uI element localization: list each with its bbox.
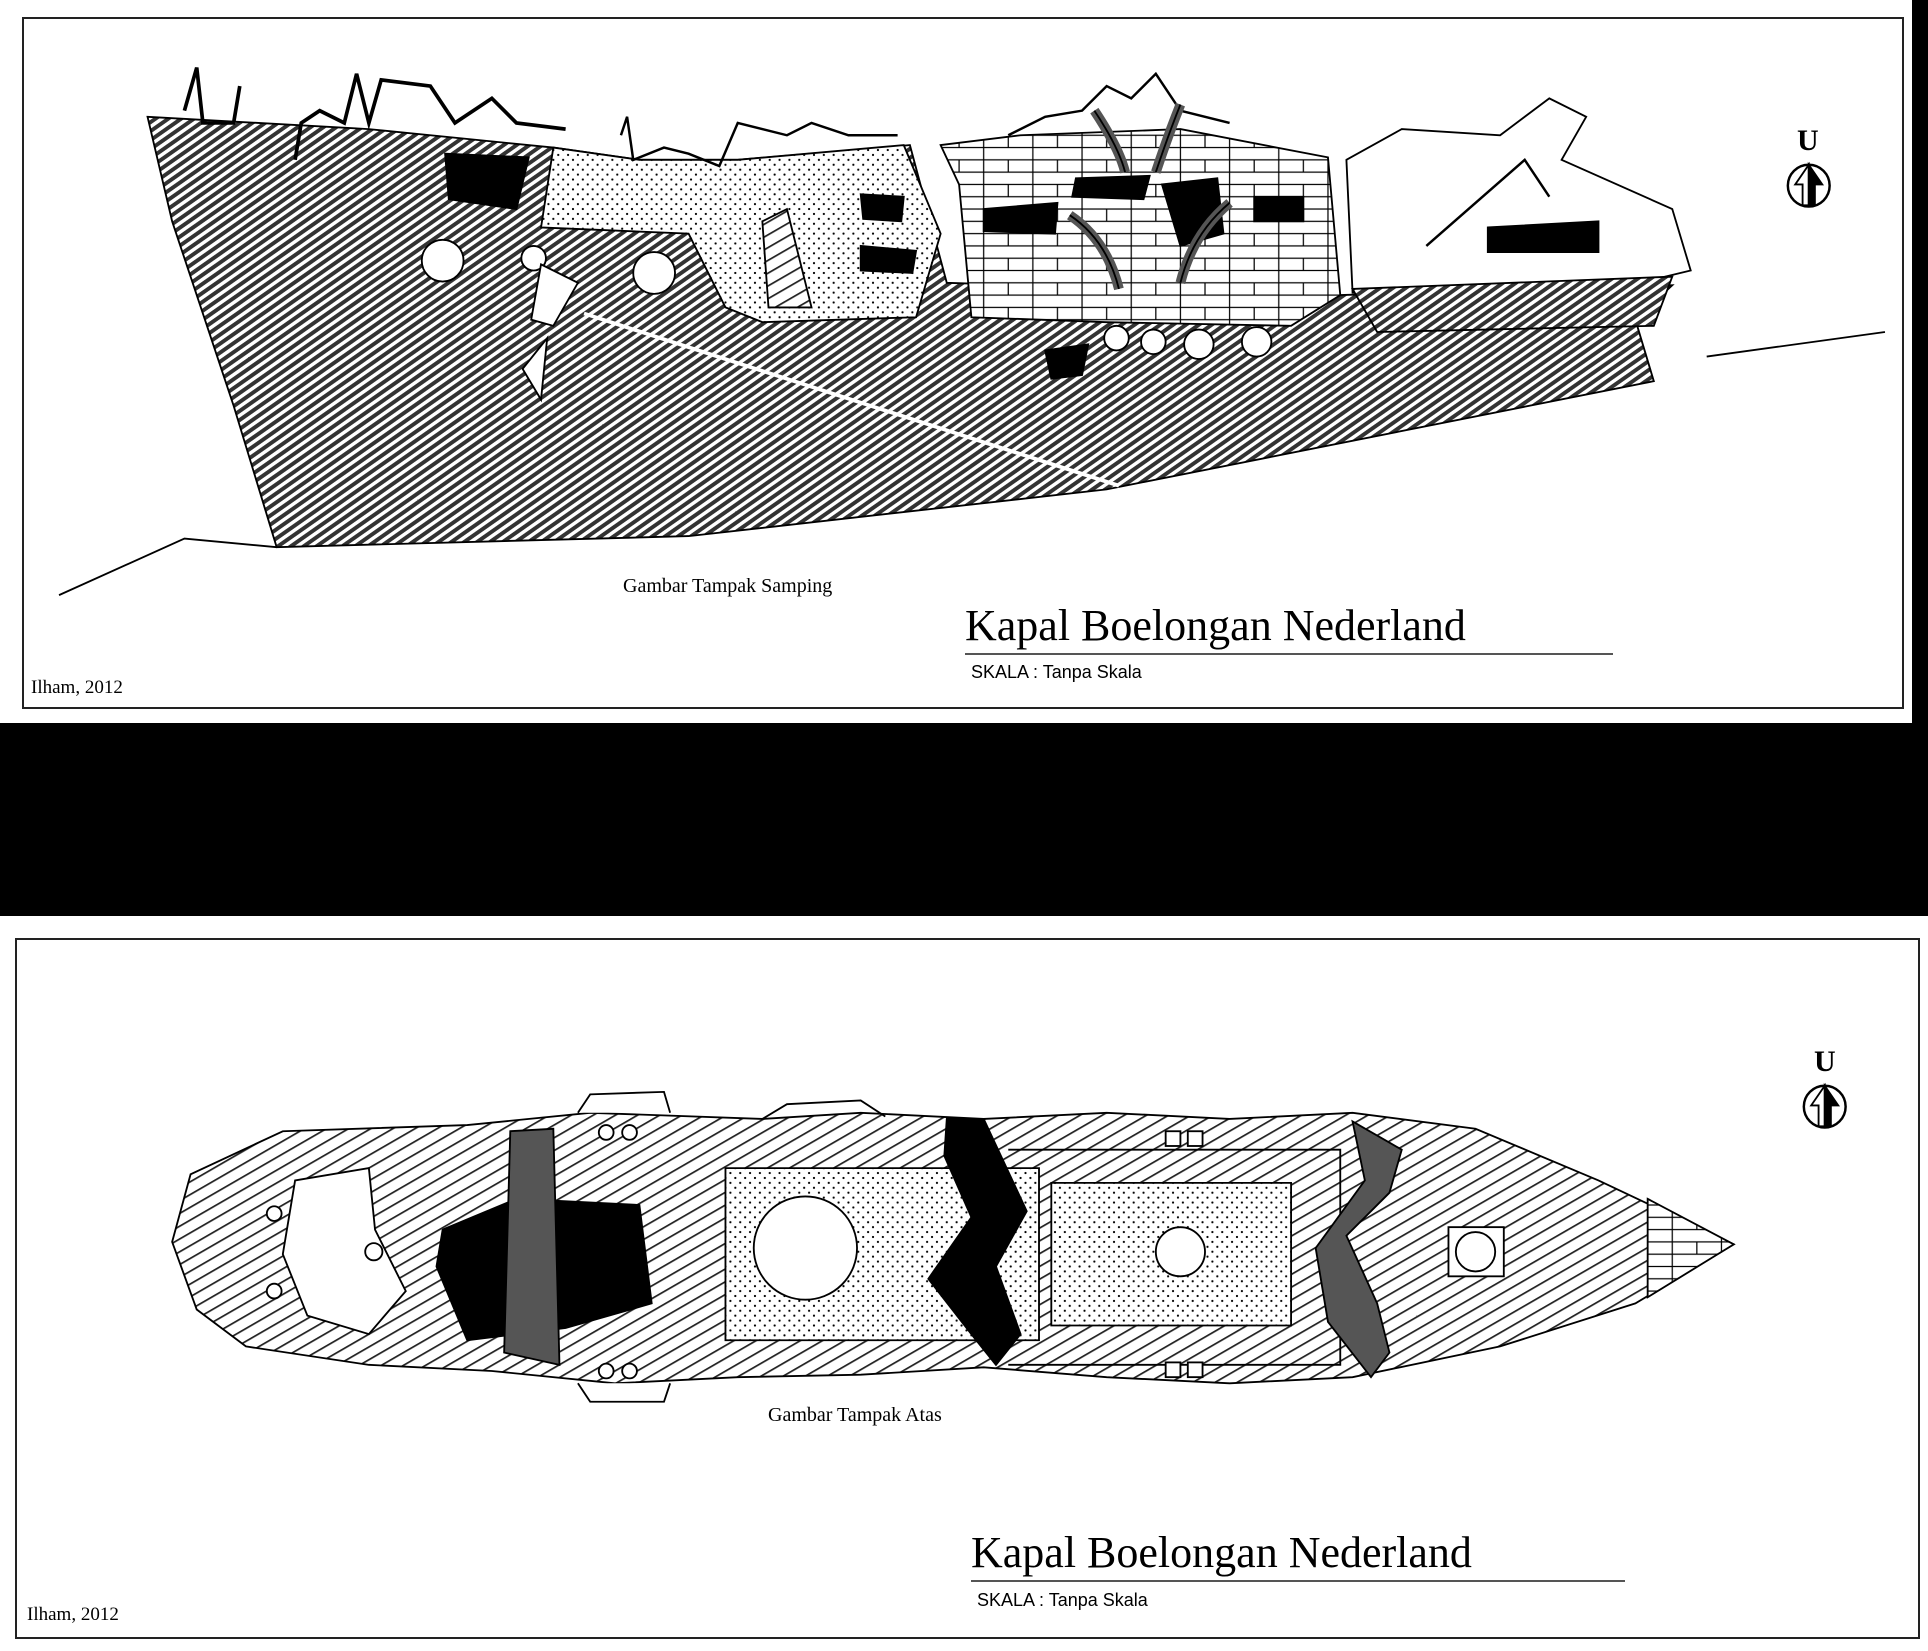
side-view-author: Ilham, 2012: [31, 677, 123, 698]
north-label-top: U: [1814, 1045, 1836, 1078]
side-view-scale: SKALA : Tanpa Skala: [971, 662, 1142, 682]
top-view-title: Kapal Boelongan Nederland: [971, 1528, 1472, 1577]
title-underline: [971, 1580, 1625, 1582]
north-label-side: U: [1797, 124, 1819, 157]
top-view-ship: [171, 1090, 1736, 1403]
side-view-caption: Gambar Tampak Samping: [623, 575, 833, 597]
top-view-author: Ilham, 2012: [27, 1604, 119, 1625]
top-view-caption: Gambar Tampak Atas: [768, 1404, 942, 1426]
north-arrow-icon-side: [1786, 161, 1831, 208]
side-view-title: Kapal Boelongan Nederland: [965, 601, 1466, 650]
title-underline: [965, 653, 1613, 655]
black-separator-band: [0, 723, 1928, 916]
black-edge: [1912, 0, 1928, 723]
north-arrow-icon-top: [1802, 1082, 1847, 1129]
side-view-ship: [58, 67, 1886, 596]
top-view-scale: SKALA : Tanpa Skala: [977, 1590, 1148, 1610]
